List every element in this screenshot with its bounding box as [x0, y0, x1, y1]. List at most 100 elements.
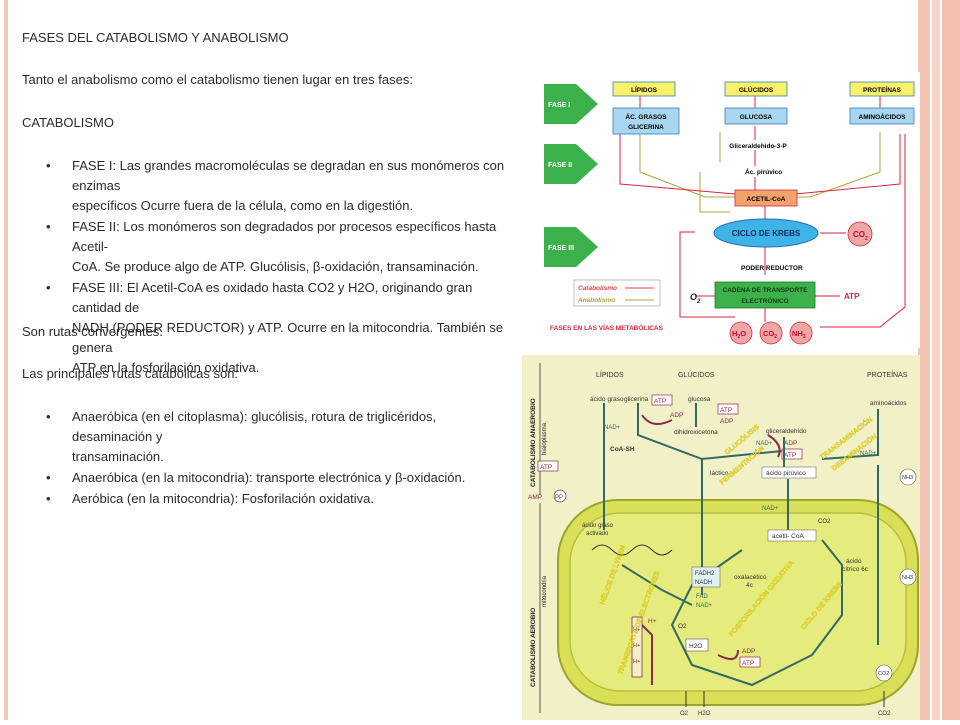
phase-2-arrow: [544, 144, 598, 184]
citric-label-2: cítrico 6c: [842, 566, 869, 573]
o2-label: O2: [690, 292, 701, 305]
routes-list: • Anaeróbica (en el citoplasma): glucóli…: [38, 407, 514, 510]
route-3-line-1: Aeróbica (en la mitocondria): Fosforilac…: [72, 491, 375, 506]
glucose-box: [724, 107, 788, 125]
svg-text:NH3: NH3: [902, 575, 913, 581]
list-item: • Aeróbica (en la mitocondria): Fosforil…: [38, 489, 514, 509]
co2-circle: [847, 221, 873, 247]
phase-2-label: FASE II: [548, 162, 572, 169]
h2o-label: H2O: [689, 643, 702, 650]
co2-output-label: CO2: [763, 329, 777, 340]
nh3-label: NH3: [792, 329, 806, 340]
activated-fatty-acid-1: ácido graso: [582, 523, 614, 529]
atp-tag: ATP: [540, 464, 552, 471]
phase-1-line-1: FASE I: Las grandes macromoléculas se de…: [72, 158, 505, 193]
metabolic-paths: [603, 403, 879, 687]
nh3-markers: NH3 NH3: [899, 468, 917, 586]
h2o-label: H2O: [732, 329, 746, 340]
glycerin-label: GLICERINA: [628, 124, 664, 131]
co2-label: CO2: [853, 230, 868, 242]
glucose-label: GLUCOSA: [740, 114, 773, 121]
amino-acids-box: [849, 107, 915, 125]
convergent-text: Son rutas convergentes.: [22, 324, 163, 339]
list-item: • FASE III: El Acetil-CoA es oxidado has…: [38, 278, 514, 378]
list-item: • FASE I: Las grandes macromoléculas se …: [38, 156, 514, 216]
bottom-o2-label: O2: [680, 711, 689, 717]
decorative-stripe: [942, 0, 960, 720]
bottom-co2-label: CO2: [878, 711, 891, 717]
atp-tag: ATP: [784, 452, 796, 459]
proteins-source: PROTEÍNAS: [867, 370, 908, 379]
svg-text:H+: H+: [633, 659, 640, 665]
amp-tag: AMP: [528, 494, 542, 501]
glyceraldehyde-label: Gliceraldehído-3-P: [729, 143, 787, 150]
legend-catabolism: Catabolismo: [578, 285, 617, 292]
nad-tag: NAD+: [860, 451, 877, 457]
lynen-helix-icon: [591, 544, 673, 556]
svg-text:H+: H+: [633, 643, 640, 649]
phase-3-line-3: ATP en la fosforilación oxidativa.: [72, 360, 260, 375]
hyaloplasm-label: hialoplasma: [542, 422, 548, 455]
atp-markers: ATP ADP ATP ADP ADP ATP ATP AMP PP ADP A…: [528, 394, 803, 668]
nad-tag: NAD+: [756, 441, 773, 447]
legend-box: [573, 279, 661, 307]
pp-tag: PP: [555, 495, 563, 501]
list-item: • Anaeróbica (en el citoplasma): glucóli…: [38, 407, 514, 467]
electron-chain-box: [714, 281, 816, 309]
atp-label: ATP: [844, 292, 860, 301]
glucids-label: GLÚCIDOS: [739, 85, 774, 94]
fadh2-label: FADH2: [695, 571, 715, 577]
electron-chain-line-1: CADENA DE TRANSPORTE: [723, 287, 809, 294]
bullet-icon: •: [46, 219, 51, 234]
phase-1-line-2: específicos Ocurre fuera de la célula, c…: [72, 198, 414, 213]
h2o-circle: [729, 321, 753, 345]
bullet-icon: •: [46, 491, 51, 506]
route-1-line-2: transaminación.: [72, 449, 164, 464]
pyruvic-label: Ác. pirúvico: [745, 167, 782, 176]
krebs-cycle-ellipse: [713, 218, 819, 248]
legend-anabolism: Anabolismo: [577, 297, 615, 304]
phase-1-label: FASE I: [548, 102, 570, 109]
h-plus-label: H+: [648, 618, 657, 625]
co2-circle: [875, 664, 893, 682]
acetyl-coa-box: [767, 529, 817, 542]
glyceraldehyde-label: gliceraldehído: [766, 428, 807, 435]
bottom-outputs: [685, 691, 885, 707]
phase-1-arrow: [544, 84, 598, 124]
decorative-stripe: [918, 0, 930, 720]
pyruvic-label: ácido pirúvico: [766, 470, 806, 477]
nad-tag: NAD+: [604, 425, 621, 431]
pyruvic-box: [761, 466, 817, 479]
route-2-line-1: Anaeróbica (en la mitocondria): transpor…: [72, 470, 466, 485]
adp-tag: ADP: [720, 418, 733, 425]
adp-tag: ADP: [742, 648, 755, 655]
phase-2-line-1: FASE II: Los monómeros son degradados po…: [72, 219, 497, 254]
nad-label: NAD+: [696, 603, 713, 609]
atp-tag: ATP: [742, 660, 754, 667]
metabolic-phases-diagram: FASE I FASE II FASE III LÍPIDOS GLÚCIDOS…: [540, 72, 920, 348]
glucids-source: GLÚCIDOS: [678, 370, 715, 379]
phase-3-line-2: NADH (PODER REDUCTOR) y ATP. Ocurre en l…: [72, 320, 504, 355]
phase-2-line-2: CoA. Se produce algo de ATP. Glucólisis,…: [72, 259, 479, 274]
left-frame-border: [4, 0, 8, 720]
fatty-acids-box: [612, 107, 680, 135]
glucids-box: [724, 81, 788, 97]
fad-label: FAD: [696, 594, 708, 600]
slide-text-panel: FASES DEL CATABOLISMO Y ANABOLISMO Tanto…: [8, 0, 520, 506]
acetyl-coa-box: [734, 189, 798, 207]
bullet-icon: •: [46, 409, 51, 424]
mitochondrion-inner: [569, 512, 907, 692]
lipids-label: LÍPIDOS: [631, 85, 658, 94]
co2-mito-label: CO2: [818, 519, 831, 525]
proteins-box: [849, 81, 915, 97]
adp-tag: ADP: [670, 412, 683, 419]
h2o-box: [685, 638, 709, 652]
electron-chain-line-2: ELECTRÓNICO: [741, 296, 788, 305]
list-item: • FASE II: Los monómeros son degradados …: [38, 217, 514, 277]
mitochondria-label: mitocondria: [542, 575, 548, 607]
coa-sh-label: CoA-SH: [610, 446, 635, 453]
phase-3-line-1: FASE III: El Acetil-CoA es oxidado hasta…: [72, 280, 473, 315]
reducing-power-label: PODER REDUCTOR: [741, 265, 803, 272]
bottom-h2o-label: H2O: [698, 711, 711, 717]
routes-heading: Las principales rutas catabólicas son:: [22, 366, 239, 381]
